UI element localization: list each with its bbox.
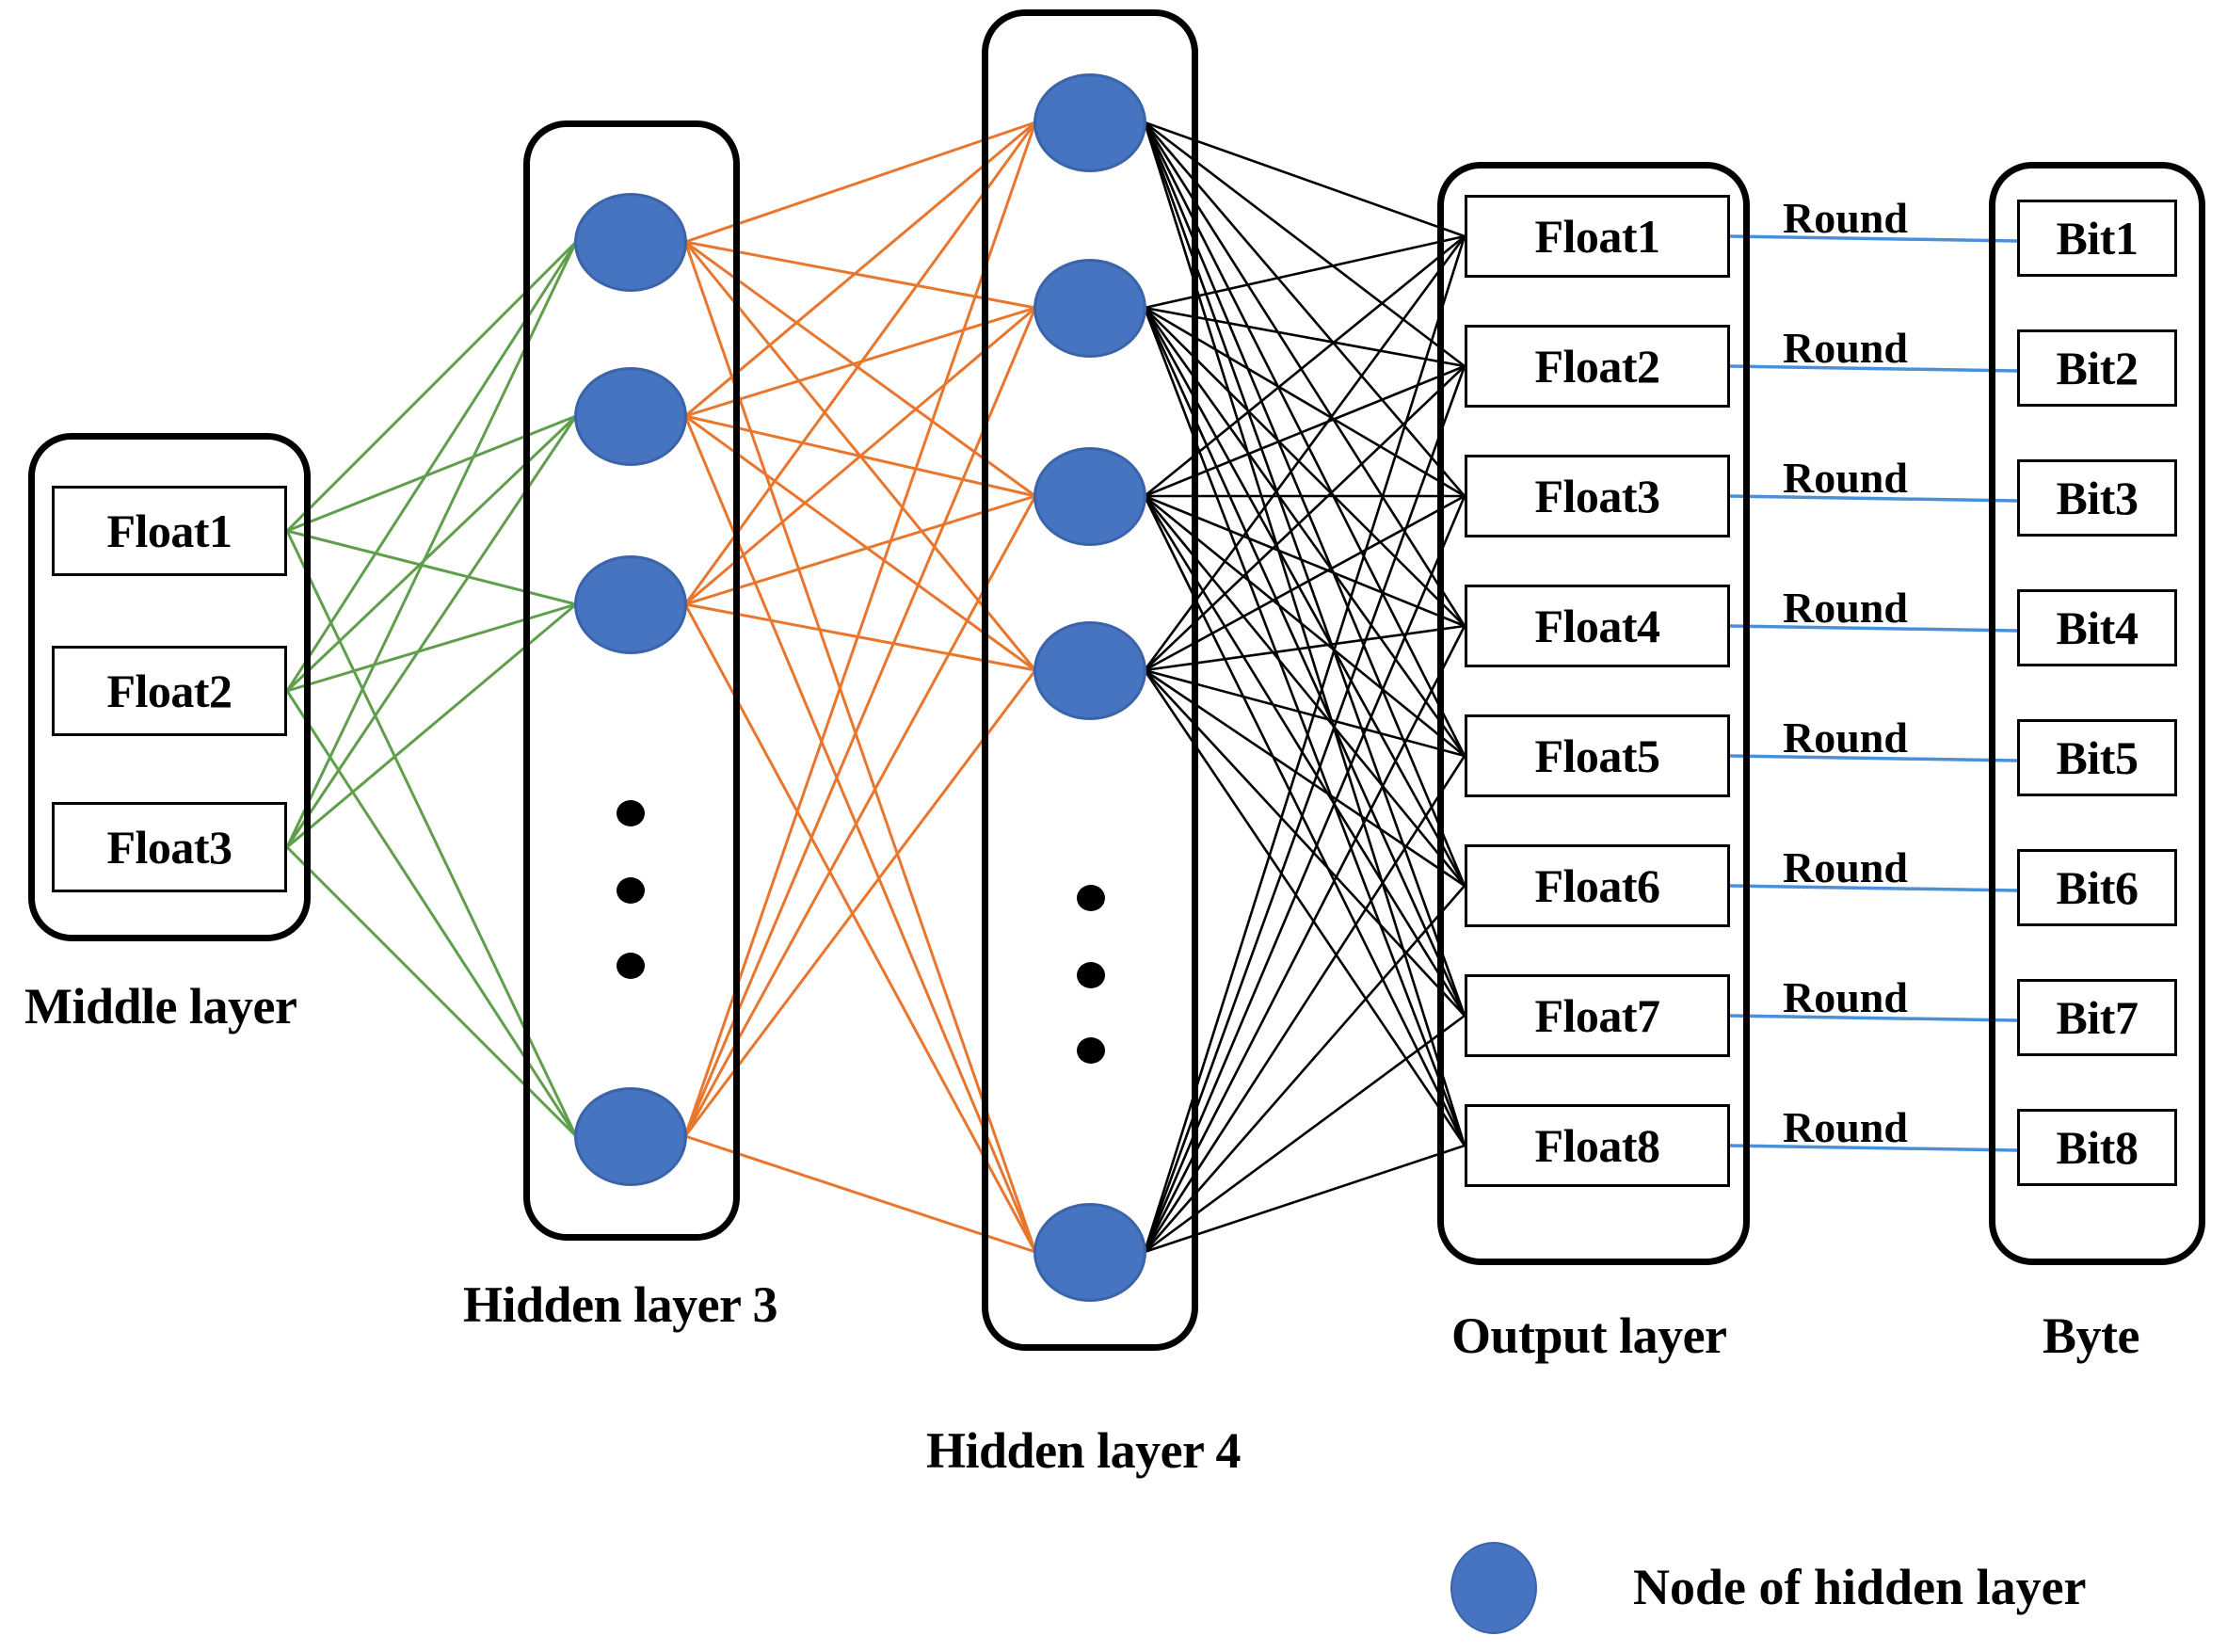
middle-layer-cell-float1[interactable]: Float1 xyxy=(52,486,287,576)
hidden-layer-4-node-2[interactable] xyxy=(1033,259,1146,358)
output-layer-cell-float5[interactable]: Float5 xyxy=(1465,714,1730,797)
hidden-layer-4-node-3[interactable] xyxy=(1033,447,1146,546)
byte-layer-cell-bit4[interactable]: Bit4 xyxy=(2017,589,2177,666)
output-layer-label: Output layer xyxy=(1451,1307,1727,1364)
byte-layer-label: Byte xyxy=(2043,1307,2139,1364)
round-label-7: Round xyxy=(1783,973,1908,1021)
round-label-5: Round xyxy=(1783,714,1908,762)
hidden-layer-3-node-1[interactable] xyxy=(574,193,687,292)
middle-layer-container xyxy=(28,433,311,941)
output-layer-cell-float6[interactable]: Float6 xyxy=(1465,844,1730,927)
byte-layer-cell-bit2[interactable]: Bit2 xyxy=(2017,329,2177,407)
byte-layer-cell-bit3[interactable]: Bit3 xyxy=(2017,459,2177,537)
middle-layer-cell-float3[interactable]: Float3 xyxy=(52,802,287,892)
hidden-layer-3-node-last[interactable] xyxy=(574,1087,687,1186)
hidden-layer-3-container xyxy=(523,120,740,1241)
round-label-8: Round xyxy=(1783,1103,1908,1151)
output-layer-cell-float3[interactable]: Float3 xyxy=(1465,455,1730,537)
hidden-layer-4-ellipsis-dot-2 xyxy=(1077,962,1105,988)
legend-label: Node of hidden layer xyxy=(1633,1559,2087,1615)
legend-node-icon xyxy=(1450,1542,1537,1634)
byte-layer-cell-bit8[interactable]: Bit8 xyxy=(2017,1109,2177,1186)
round-label-6: Round xyxy=(1783,843,1908,891)
output-layer-cell-float1[interactable]: Float1 xyxy=(1465,195,1730,278)
hidden-layer-3-node-3[interactable] xyxy=(574,555,687,654)
hidden-layer-4-label: Hidden layer 4 xyxy=(926,1422,1242,1479)
round-label-2: Round xyxy=(1783,324,1908,372)
output-layer-cell-float7[interactable]: Float7 xyxy=(1465,974,1730,1057)
byte-layer-cell-bit5[interactable]: Bit5 xyxy=(2017,719,2177,796)
byte-layer-cell-bit6[interactable]: Bit6 xyxy=(2017,849,2177,926)
byte-layer-container xyxy=(1989,162,2205,1265)
hidden-layer-4-node-4[interactable] xyxy=(1033,621,1146,720)
byte-layer-cell-bit1[interactable]: Bit1 xyxy=(2017,200,2177,277)
hidden-layer-3-label: Hidden layer 3 xyxy=(463,1276,778,1333)
hidden-layer-4-node-last[interactable] xyxy=(1033,1203,1146,1302)
hidden-layer-3-ellipsis-dot-2 xyxy=(617,877,645,904)
output-layer-cell-float8[interactable]: Float8 xyxy=(1465,1104,1730,1187)
hidden-layer-3-ellipsis-dot-3 xyxy=(617,953,645,979)
hidden-layer-4-ellipsis-dot-1 xyxy=(1077,885,1105,911)
round-label-1: Round xyxy=(1783,194,1908,242)
hidden-layer-3-node-2[interactable] xyxy=(574,367,687,466)
hidden-layer-4-container xyxy=(982,9,1198,1351)
output-layer-cell-float2[interactable]: Float2 xyxy=(1465,325,1730,408)
hidden-layer-4-ellipsis-dot-3 xyxy=(1077,1037,1105,1064)
output-layer-cell-float4[interactable]: Float4 xyxy=(1465,585,1730,667)
round-label-4: Round xyxy=(1783,584,1908,632)
byte-layer-cell-bit7[interactable]: Bit7 xyxy=(2017,979,2177,1056)
output-layer-container xyxy=(1437,162,1750,1265)
middle-layer-cell-float2[interactable]: Float2 xyxy=(52,646,287,736)
round-label-3: Round xyxy=(1783,454,1908,502)
hidden-layer-3-ellipsis-dot-1 xyxy=(617,800,645,826)
hidden-layer-4-node-1[interactable] xyxy=(1033,73,1146,172)
middle-layer-label: Middle layer xyxy=(24,978,297,1035)
